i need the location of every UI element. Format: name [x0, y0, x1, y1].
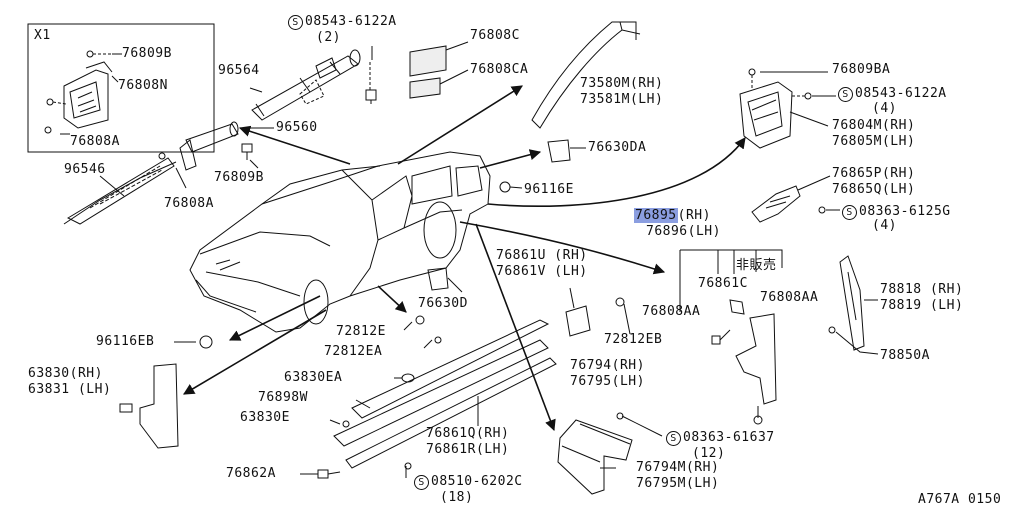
part-label-76861C: 76861C: [698, 276, 748, 291]
pads-76808C: [409, 41, 469, 99]
part-label-76794M: 76794M(RH): [636, 460, 720, 475]
screw-symbol: S: [288, 15, 303, 30]
part-label-63830: 63830(RH): [28, 366, 103, 381]
part-label-76808C: 76808C: [470, 28, 520, 43]
bracket-76865P: [751, 185, 826, 223]
part-label-76795: 76795(LH): [570, 374, 645, 389]
cap-76630DA: [547, 139, 571, 163]
inset-bracket-part: [44, 50, 113, 134]
umbrella-96546: [63, 157, 177, 225]
part-label-63830E: 63830E: [240, 410, 290, 425]
clip-72812E: [415, 315, 425, 325]
panel-76804M: [739, 68, 812, 149]
part-label-76808AA-left: 76808AA: [642, 304, 701, 319]
clip-72812EA: [434, 336, 442, 344]
part-label-76808A: 76808A: [70, 134, 120, 149]
part-label-76809BA: 76809BA: [832, 62, 891, 77]
car-body: [189, 151, 491, 333]
inset-title: X1: [34, 28, 51, 43]
screw-top: [365, 62, 377, 104]
diagram-code: A767A 0150: [918, 492, 1002, 507]
part-label-76630D: 76630D: [418, 296, 468, 311]
bolt-76809B-lower: [241, 143, 253, 160]
part-label-76805M: 76805M(LH): [832, 134, 916, 149]
handle-96560: [158, 121, 239, 171]
qty-08510-6202C: (18): [440, 490, 474, 505]
part-label-63830EA: 63830EA: [284, 370, 343, 385]
part-label-76804M: 76804M(RH): [832, 118, 916, 133]
part-label-72812E: 72812E: [336, 324, 386, 339]
leader-lines: [60, 46, 879, 478]
qty-08543-right: (4): [872, 101, 897, 116]
not-for-sale-label: 非販売: [736, 258, 777, 273]
mudflap-left: [119, 363, 179, 449]
clip-76861U: [565, 305, 591, 337]
part-label-76861R: 76861R(LH): [426, 442, 510, 457]
clip-72812EB: [615, 297, 625, 307]
part-label-76795M: 76795M(LH): [636, 476, 720, 491]
part-label-78850A: 78850A: [880, 348, 930, 363]
part-label-96564: 96564: [218, 63, 260, 78]
part-label-96116E: 96116E: [524, 182, 574, 197]
part-label-76808AA-right: 76808AA: [760, 290, 819, 305]
part-label-76865P: 76865P(RH): [832, 166, 916, 181]
grommet-96116E: [499, 181, 511, 193]
part-label-76808A-lower: 76808A: [164, 196, 214, 211]
qty-08363-6125G: (4): [872, 218, 897, 233]
mudflap-right: [711, 313, 777, 425]
part-label-76862A: 76862A: [226, 466, 276, 481]
qty-08363-61637: (12): [692, 446, 726, 461]
part-label-76809B-lower: 76809B: [214, 170, 264, 185]
part-label-76630DA: 76630DA: [588, 140, 647, 155]
highlighted-part-number: 76895: [634, 208, 678, 223]
part-label-78819: 78819 (LH): [880, 298, 964, 313]
part-label-73580M: 73580M(RH): [580, 76, 664, 91]
group-box-76861C: [679, 249, 783, 315]
part-label-76898W: 76898W: [258, 390, 308, 405]
lamp-assembly-96564: [251, 49, 361, 121]
part-label-78818: 78818 (RH): [880, 282, 964, 297]
grommet-96116EB: [199, 335, 213, 349]
part-label-96560: 96560: [276, 120, 318, 135]
qty-08543-top: (2): [316, 30, 341, 45]
part-label-73581M: 73581M(LH): [580, 92, 664, 107]
part-label-76896: 76896(LH): [646, 224, 721, 239]
part-label-96116EB: 96116EB: [96, 334, 155, 349]
inset-box: [27, 23, 215, 153]
part-label-76861U: 76861U (RH): [496, 248, 588, 263]
part-label-76809B: 76809B: [122, 46, 172, 61]
bracket-76794: [557, 412, 633, 495]
part-label-76794: 76794(RH): [570, 358, 645, 373]
side-sill-mouldings: [333, 319, 557, 470]
part-label-76808N: 76808N: [118, 78, 168, 93]
strip-73580M: [531, 21, 641, 129]
part-label-72812EB: 72812EB: [604, 332, 663, 347]
part-label-72812EA: 72812EA: [324, 344, 383, 359]
part-label-76861Q: 76861Q(RH): [426, 426, 510, 441]
part-label-76861V: 76861V (LH): [496, 264, 588, 279]
part-label-63831: 63831 (LH): [28, 382, 112, 397]
part-label-76865Q: 76865Q(LH): [832, 182, 916, 197]
part-label-76895: 76895(RH): [634, 208, 711, 223]
arrows: [183, 85, 746, 432]
strip-78818: [828, 255, 865, 351]
cap-76630D: [427, 267, 449, 291]
part-label-96546: 96546: [64, 162, 106, 177]
part-label-76808CA: 76808CA: [470, 62, 529, 77]
screw-76862A: [317, 469, 341, 479]
